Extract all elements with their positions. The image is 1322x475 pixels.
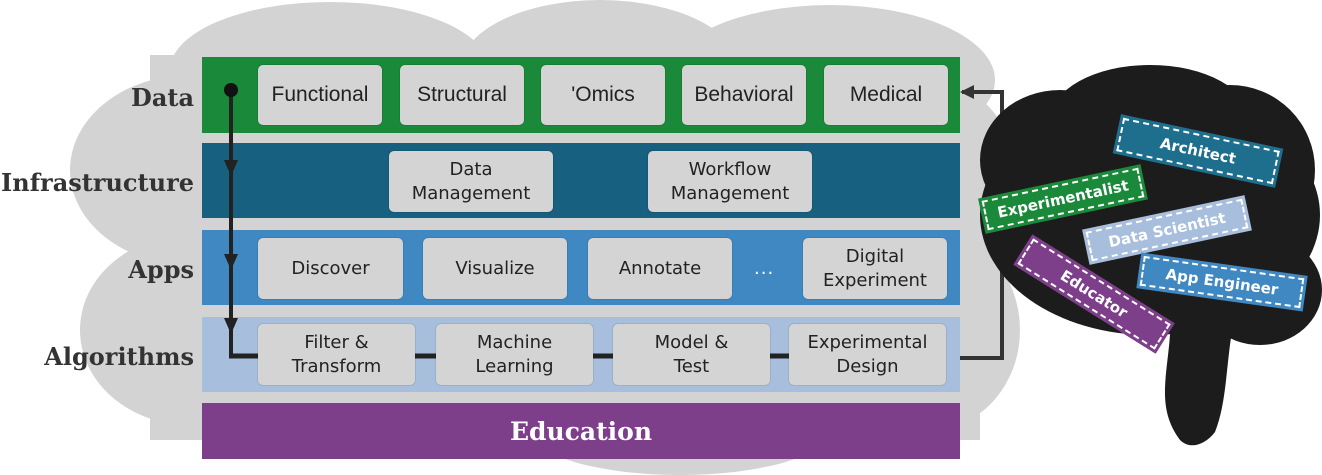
data-box-medical: Medical xyxy=(824,65,948,125)
app-box-discover: Discover xyxy=(258,238,403,299)
algo-box-filter-transform: Filter & Transform xyxy=(258,324,415,385)
algo-box-model-test: Model & Test xyxy=(613,324,770,385)
flow-arrow-3 xyxy=(224,318,238,334)
app-box-annotate: Annotate xyxy=(588,238,732,299)
row-label-apps: Apps xyxy=(128,255,194,284)
data-box-structural: Structural xyxy=(400,65,524,125)
app-box-visualize: Visualize xyxy=(423,238,567,299)
data-box-functional: Functional xyxy=(258,65,382,125)
infra-box-data-management: Data Management xyxy=(389,151,553,212)
data-box-behavioral: Behavioral xyxy=(682,65,806,125)
algo-box-experimental-design: Experimental Design xyxy=(789,324,946,385)
band-education xyxy=(202,403,960,459)
flow-arrow-1 xyxy=(224,160,238,176)
app-ellipsis: ... xyxy=(754,258,775,279)
row-label-infrastructure: Infrastructure xyxy=(1,168,194,197)
education-band-label: Education xyxy=(509,416,653,446)
data-box-omics: 'Omics xyxy=(541,65,665,125)
flow-arrow-2 xyxy=(224,254,238,270)
flow-start-dot xyxy=(224,83,238,97)
infra-box-workflow-management: Workflow Management xyxy=(648,151,812,212)
row-label-data: Data xyxy=(131,83,194,112)
band-infrastructure xyxy=(202,143,960,218)
row-label-algorithms: Algorithms xyxy=(44,342,194,371)
return-arrowhead xyxy=(960,85,974,99)
algo-box-machine-learning: Machine Learning xyxy=(436,324,593,385)
app-box-digital-experiment: Digital Experiment xyxy=(803,238,947,299)
